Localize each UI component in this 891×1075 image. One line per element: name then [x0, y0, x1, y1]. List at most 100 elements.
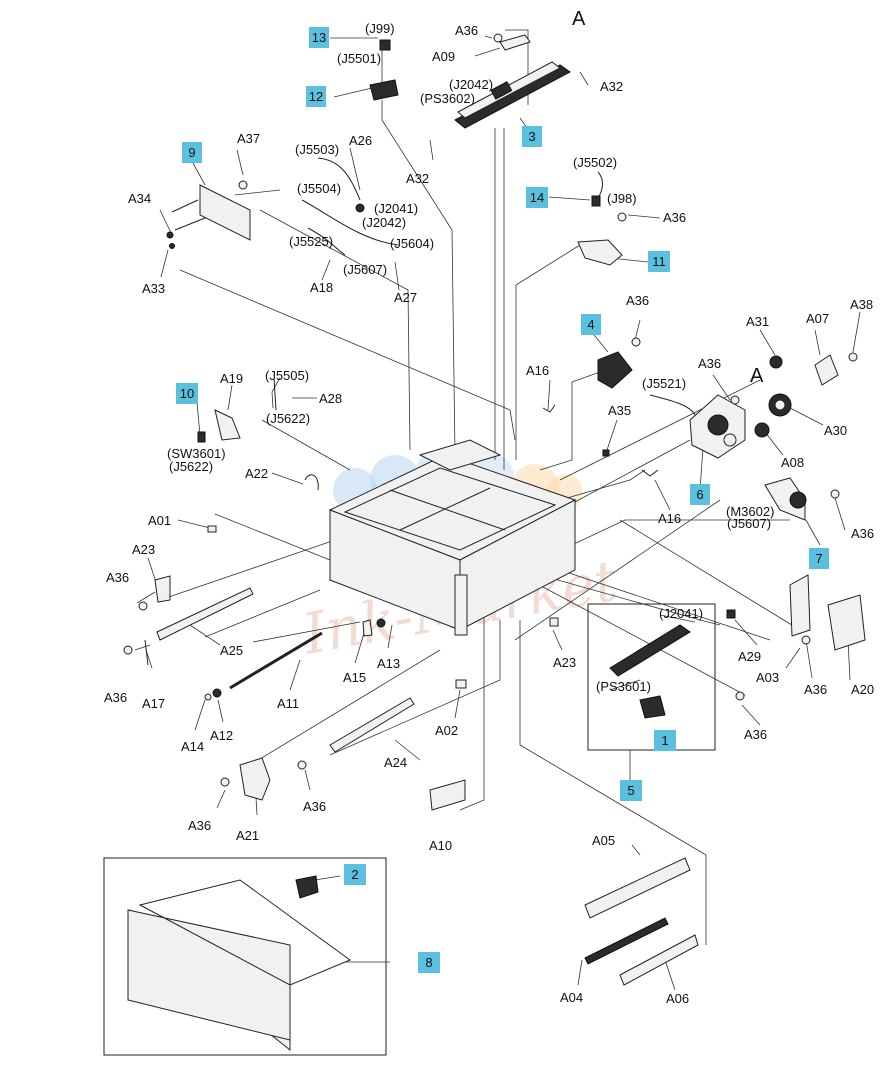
part-a21: [239, 757, 271, 801]
callouts: 13 12 3 9 14 11 4 10 6 7 1 5 2 8: [176, 27, 829, 973]
part-a12: [212, 688, 222, 698]
callout-1: 1: [654, 730, 676, 751]
callout-9: 9: [182, 142, 202, 163]
paper-tray: [127, 875, 352, 1052]
label-a33: A33: [142, 281, 165, 296]
label-a36-7: A36: [851, 526, 874, 541]
part-a07: [814, 354, 839, 386]
svg-text:13: 13: [312, 30, 326, 45]
label-a37: A37: [237, 131, 260, 146]
label-a36-top: A36: [455, 23, 478, 38]
label-a18: A18: [310, 280, 333, 295]
rail-a25: [156, 587, 254, 641]
label-a19: A19: [220, 371, 243, 386]
label-a35: A35: [608, 403, 631, 418]
part-12: [369, 79, 399, 101]
part-10: [214, 409, 241, 441]
label-a25: A25: [220, 643, 243, 658]
label-a29: A29: [738, 649, 761, 664]
part-a02: [455, 679, 467, 689]
screw-a38: [848, 352, 858, 362]
label-a32-top: A32: [600, 79, 623, 94]
label-a38: A38: [850, 297, 873, 312]
label-a23-center: A23: [553, 655, 576, 670]
screw-a36-4: [631, 337, 641, 347]
label-j5604: (J5604): [390, 236, 434, 251]
part-a14: [204, 693, 212, 701]
leader-lines: [134, 29, 861, 991]
label-a36-r1: A36: [663, 210, 686, 225]
part-a23-center: [549, 617, 559, 627]
label-a16-top: A16: [526, 363, 549, 378]
svg-text:9: 9: [188, 145, 195, 160]
callout-8: 8: [418, 952, 440, 973]
label-j5503: (J5503): [295, 142, 339, 157]
svg-text:12: 12: [309, 89, 323, 104]
rail-a24: [329, 697, 415, 753]
callout-13: 13: [309, 27, 329, 48]
cable-a27: [301, 199, 399, 246]
tray-box-8: [103, 857, 387, 1056]
label-a03: A03: [756, 670, 779, 685]
gear-a31: [769, 355, 783, 369]
part-2: [295, 875, 319, 899]
part-11: [577, 239, 623, 266]
part-3-assembly: [454, 61, 571, 129]
label-a24: A24: [384, 755, 407, 770]
label-a06: A06: [666, 991, 689, 1006]
label-ps3601: (PS3601): [596, 679, 651, 694]
label-j5502: (J5502): [573, 155, 617, 170]
svg-text:11: 11: [652, 254, 666, 269]
screw-a36-top: [493, 33, 503, 43]
svg-text:5: 5: [627, 783, 634, 798]
label-a26: A26: [349, 133, 372, 148]
screw-a36-l2: [123, 645, 133, 655]
part-a13: [376, 618, 386, 628]
callout-6: 6: [690, 484, 710, 505]
label-a14: A14: [181, 739, 204, 754]
callout-11: 11: [648, 251, 670, 272]
svg-text:6: 6: [696, 487, 703, 502]
label-a27: A27: [394, 290, 417, 305]
label-j5504: (J5504): [297, 181, 341, 196]
part-a06: [619, 934, 699, 986]
callout-5: 5: [620, 780, 642, 801]
label-j2042-top: (J2042): [449, 77, 493, 92]
label-a32-mid: A32: [406, 171, 429, 186]
label-j5501: (J5501): [337, 51, 381, 66]
label-a36-r3: A36: [744, 727, 767, 742]
label-ps3602: (PS3602): [420, 91, 475, 106]
svg-text:2: 2: [351, 867, 358, 882]
part-a03: [789, 574, 811, 637]
part-a16-mid: [641, 469, 659, 477]
label-j2041-mid: (J2041): [374, 201, 418, 216]
part-a15: [362, 619, 373, 637]
screw-a36-l1: [138, 601, 148, 611]
label-j2042-mid: (J2042): [362, 215, 406, 230]
callout-7: 7: [809, 548, 829, 569]
part-6-drive: [649, 394, 746, 459]
label-a04: A04: [560, 990, 583, 1005]
label-j5607-mid: (J5607): [343, 262, 387, 277]
main-chassis: [328, 439, 577, 636]
label-j5607: (J5607): [727, 516, 771, 531]
cable-a26: [317, 157, 361, 201]
callout-2: 2: [344, 864, 366, 885]
part-a01: [207, 525, 217, 533]
part-a17: [144, 639, 149, 666]
group-box-5: [587, 603, 716, 751]
label-a15: A15: [343, 670, 366, 685]
svg-text:8: 8: [425, 955, 432, 970]
svg-text:3: 3: [528, 129, 535, 144]
label-a31: A31: [746, 314, 769, 329]
callout-10: 10: [176, 383, 198, 404]
label-a36-6: A36: [698, 356, 721, 371]
switch-sw3601: [197, 431, 206, 443]
callout-3: 3: [522, 126, 542, 147]
part-a20: [827, 594, 866, 651]
gear-a08: [754, 422, 770, 438]
label-a22: A22: [245, 466, 268, 481]
label-a16-mid: A16: [658, 511, 681, 526]
part-4: [597, 351, 633, 389]
svg-text:4: 4: [587, 317, 594, 332]
